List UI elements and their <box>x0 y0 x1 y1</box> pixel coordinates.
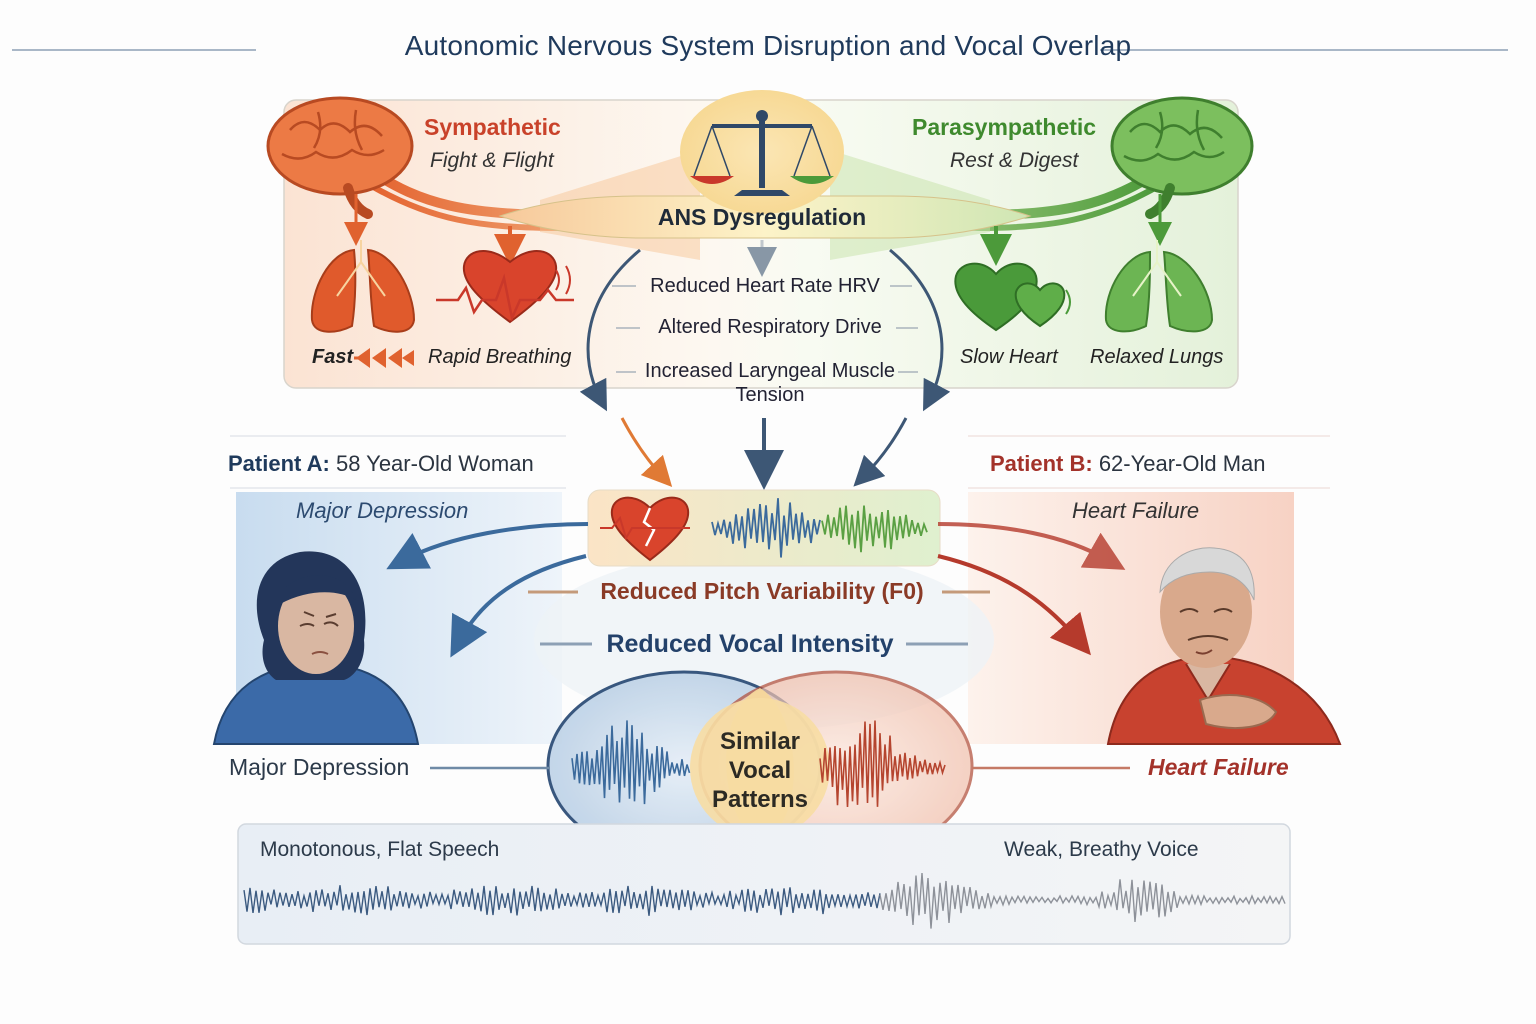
vocal-intensity-label: Reduced Vocal Intensity <box>606 630 894 658</box>
ans-effect-laryngeal: Increased Laryngeal Muscle <box>644 360 896 382</box>
overlap-line-3: Patterns <box>711 786 809 813</box>
patient-b-label: Patient B: <box>990 451 1093 476</box>
similar-vocal-patterns-label: Similar Vocal Patterns <box>690 727 830 814</box>
sympathetic-lungs-icon <box>310 240 416 333</box>
center-waveform-blue <box>711 498 821 558</box>
balance-scale-icon <box>690 110 834 196</box>
ans-effect-respiratory: Altered Respiratory Drive <box>658 316 882 338</box>
parasympathetic-brain-icon <box>1110 96 1254 219</box>
overlap-line-2: Vocal <box>728 757 792 784</box>
patient-a-condition: Major Depression <box>296 498 469 523</box>
parasympathetic-subtitle: Rest & Digest <box>950 149 1079 172</box>
patient-a-label: Patient A: <box>228 451 330 476</box>
sympathetic-label: Sympathetic <box>424 114 561 140</box>
page-title: Autonomic Nervous System Disruption and … <box>404 30 1132 61</box>
patient-a-woman-illustration <box>212 551 420 745</box>
parasympathetic-label: Parasympathetic <box>912 114 1097 140</box>
fast-label: Fast <box>312 346 354 368</box>
breathy-voice-waveform <box>879 872 1286 929</box>
fast-arrows-icon <box>354 348 414 368</box>
overlap-line-1: Similar <box>719 728 801 755</box>
slow-heart-label: Slow Heart <box>960 346 1058 368</box>
patient-a-bottom-label: Major Depression <box>229 754 410 780</box>
pitch-variability-label: Reduced Pitch Variability (F0) <box>600 578 924 604</box>
heart-failure-waveform <box>819 720 946 808</box>
sympathetic-heartbeat-icon <box>436 249 574 324</box>
patient-a-header: Patient A: 58 Year-Old Woman <box>228 451 534 477</box>
patient-b-bottom-label: Heart Failure <box>1148 754 1289 780</box>
patient-b-condition: Heart Failure <box>1072 498 1200 523</box>
patient-b-man-illustration <box>1106 547 1342 745</box>
depression-waveform <box>571 720 691 805</box>
sympathetic-subtitle: Fight & Flight <box>430 149 554 172</box>
ans-effect-tension: Tension <box>735 384 805 406</box>
parasympathetic-hearts-icon <box>954 262 1071 332</box>
patient-b-header: Patient B: 62-Year-Old Man <box>990 451 1266 477</box>
patient-b-description: 62-Year-Old Man <box>1098 451 1266 476</box>
relaxed-lungs-label: Relaxed Lungs <box>1090 346 1224 368</box>
patient-a-description: 58 Year-Old Woman <box>335 451 534 476</box>
parasympathetic-lungs-icon <box>1104 240 1214 333</box>
patient-a-speech: Monotonous, Flat Speech <box>260 838 500 861</box>
rapid-breathing-label: Rapid Breathing <box>428 346 572 368</box>
patient-b-speech: Weak, Breathy Voice <box>1004 838 1199 861</box>
ans-dysregulation-label: ANS Dysregulation <box>657 204 867 230</box>
center-waveform-green <box>821 505 928 553</box>
ans-effect-hrv: Reduced Heart Rate HRV <box>650 275 880 297</box>
flat-speech-waveform <box>243 885 881 916</box>
sympathetic-brain-icon <box>266 96 414 219</box>
